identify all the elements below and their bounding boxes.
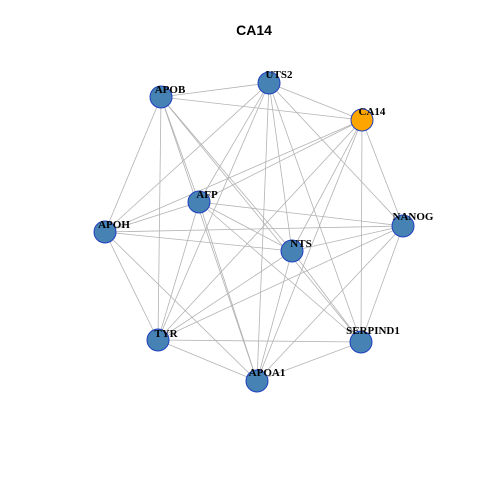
edge-apob-uts2 xyxy=(160,82,270,98)
node-circle-apoh[interactable] xyxy=(93,220,117,244)
edge-apoh-nanog xyxy=(104,225,404,233)
node-apoa1[interactable]: APOA1 xyxy=(245,367,286,393)
edge-nts-serpind1 xyxy=(291,250,362,343)
node-label-ca14: CA14 xyxy=(359,106,386,118)
edge-apob-ca14 xyxy=(160,96,363,121)
edge-uts2-apoh xyxy=(104,82,270,233)
edge-ca14-apoa1 xyxy=(256,119,363,382)
node-label-uts2: UTS2 xyxy=(266,69,293,81)
node-circle-uts2[interactable] xyxy=(257,71,281,95)
edge-afp-nanog xyxy=(198,201,404,227)
edge-apoh-tyr xyxy=(104,231,159,341)
node-circle-afp[interactable] xyxy=(187,190,211,214)
edge-serpind1-apoa1 xyxy=(256,341,362,382)
node-circle-tyr[interactable] xyxy=(146,328,170,352)
node-label-apob: APOB xyxy=(155,84,186,96)
node-circle-serpind1[interactable] xyxy=(349,330,373,354)
node-label-nanog: NANOG xyxy=(393,211,434,223)
edge-uts2-apoa1 xyxy=(256,82,270,382)
edge-uts2-nanog xyxy=(268,82,404,227)
graph-title: CA14 xyxy=(236,22,272,38)
edge-ca14-afp xyxy=(198,119,363,203)
edge-nanog-tyr xyxy=(157,225,404,341)
edges-layer xyxy=(104,82,404,382)
node-afp[interactable]: AFP xyxy=(187,189,218,214)
edge-uts2-tyr xyxy=(157,82,270,341)
edge-ca14-apoh xyxy=(104,119,363,233)
edge-uts2-serpind1 xyxy=(268,82,362,343)
edge-nts-tyr xyxy=(157,250,293,341)
edge-afp-tyr xyxy=(157,201,200,341)
node-circle-nanog[interactable] xyxy=(391,214,415,238)
edge-nts-apoa1 xyxy=(256,250,293,382)
edge-afp-apoa1 xyxy=(198,201,258,382)
edge-serpind1-tyr xyxy=(157,339,362,343)
edge-ca14-nts xyxy=(291,119,363,252)
node-label-apoa1: APOA1 xyxy=(249,367,286,379)
node-label-afp: AFP xyxy=(196,189,218,201)
node-circle-apoa1[interactable] xyxy=(245,369,269,393)
edge-apob-tyr xyxy=(157,96,162,341)
edge-uts2-ca14 xyxy=(268,82,363,121)
edge-apob-nts xyxy=(160,96,293,252)
node-serpind1[interactable]: SERPIND1 xyxy=(346,325,400,354)
node-nts[interactable]: NTS xyxy=(280,238,312,263)
node-circle-ca14[interactable] xyxy=(350,108,374,132)
edge-tyr-apoa1 xyxy=(157,339,258,382)
edge-uts2-afp xyxy=(198,82,270,203)
edge-apoh-apoa1 xyxy=(104,231,258,382)
edge-nts-nanog xyxy=(291,225,404,252)
node-apob[interactable]: APOB xyxy=(149,84,186,109)
edge-apoh-nts xyxy=(104,231,293,252)
node-circle-nts[interactable] xyxy=(280,239,304,263)
edge-nanog-serpind1 xyxy=(360,225,404,343)
edge-apob-apoh xyxy=(104,96,162,233)
node-label-apoh: APOH xyxy=(98,219,130,231)
edge-uts2-nts xyxy=(268,82,293,252)
edge-apob-serpind1 xyxy=(160,96,362,343)
node-ca14[interactable]: CA14 xyxy=(350,106,386,132)
node-apoh[interactable]: APOH xyxy=(93,219,130,244)
edge-afp-nts xyxy=(198,201,293,252)
node-label-tyr: TYR xyxy=(154,328,178,340)
node-uts2[interactable]: UTS2 xyxy=(257,69,293,95)
node-tyr[interactable]: TYR xyxy=(146,328,179,352)
node-label-serpind1: SERPIND1 xyxy=(346,325,400,337)
node-circle-apob[interactable] xyxy=(149,85,173,109)
node-nanog[interactable]: NANOG xyxy=(391,211,434,238)
edge-afp-apoh xyxy=(104,201,200,233)
edge-afp-serpind1 xyxy=(198,201,362,343)
node-label-nts: NTS xyxy=(290,238,311,250)
edge-apob-apoa1 xyxy=(160,96,258,382)
edge-ca14-serpind1 xyxy=(360,119,363,343)
edge-nanog-apoa1 xyxy=(256,225,404,382)
edge-ca14-tyr xyxy=(157,119,363,341)
edge-ca14-nanog xyxy=(361,119,404,227)
